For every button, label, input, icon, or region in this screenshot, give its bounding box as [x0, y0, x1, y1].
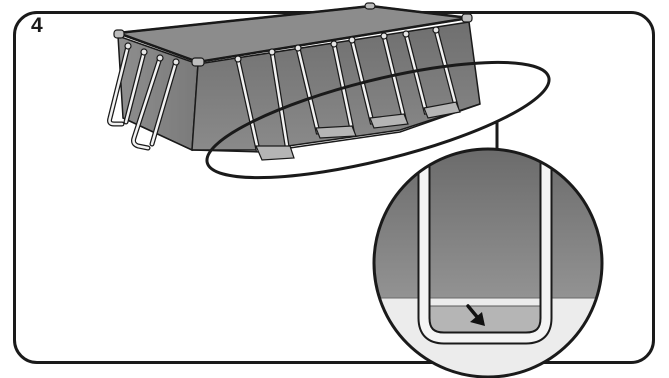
detail-magnifier [372, 147, 604, 378]
highlight-ellipse [205, 60, 551, 180]
pool-legs-front [124, 26, 461, 161]
step-number: 4 [31, 14, 43, 37]
pool [113, 2, 481, 153]
arrow-down-right-icon [466, 304, 485, 326]
